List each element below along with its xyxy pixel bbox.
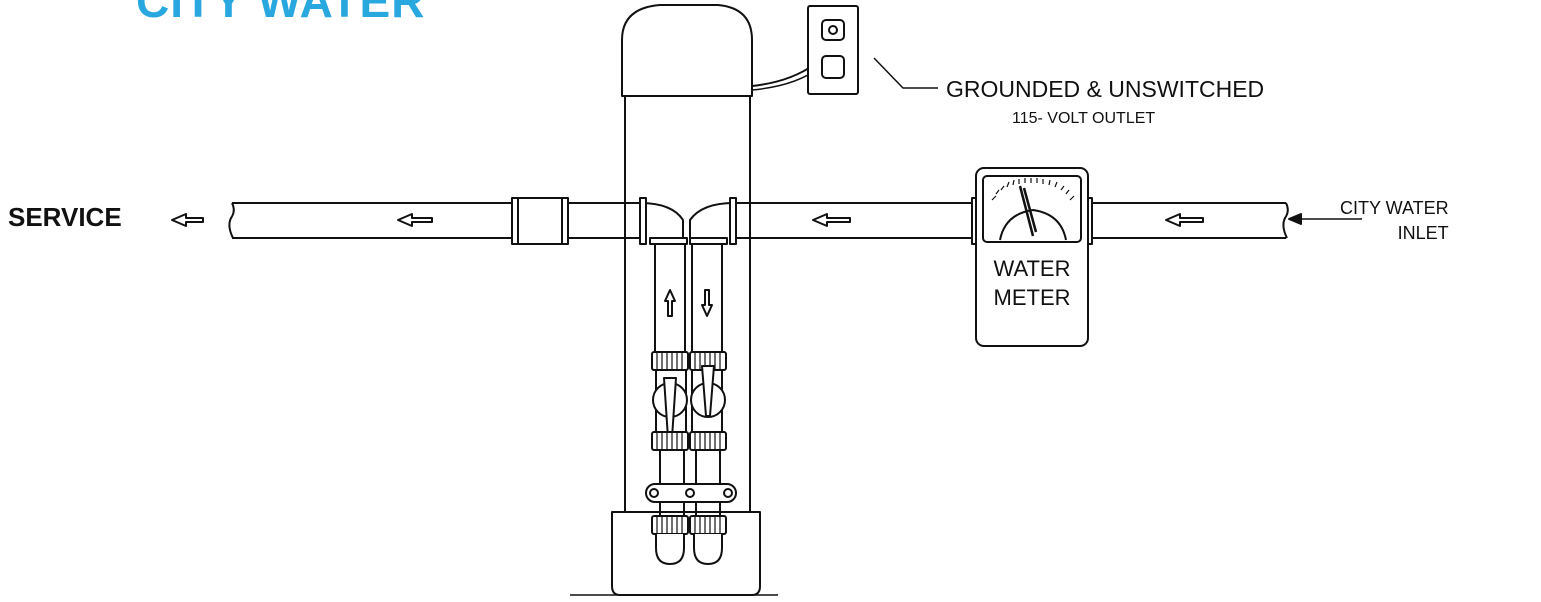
clamp-screw-middle	[685, 488, 695, 498]
inlet-elbow-rim	[729, 197, 737, 245]
inlet-pipe	[736, 202, 972, 239]
meter-gauge-arc	[999, 209, 1067, 241]
left-end-cap	[655, 534, 685, 565]
meter-scale-ticks	[991, 178, 1075, 201]
meter-label-line1: WATER	[993, 256, 1071, 281]
inlet-elbow	[689, 202, 735, 241]
inlet-label-line1: CITY WATER	[1340, 198, 1449, 218]
service-flow-arrow	[171, 213, 204, 227]
inlet-pipe-flow-arrow	[812, 213, 851, 227]
inlet-label-line2: INLET	[1397, 223, 1449, 243]
left-middle-nut	[651, 431, 689, 451]
bypass-tubes	[654, 240, 723, 352]
plug-head	[828, 25, 838, 35]
outlet-socket-bottom	[821, 55, 845, 79]
right-end-cap	[693, 534, 723, 565]
up-flow-arrow	[664, 289, 676, 317]
right-tube-collar	[689, 237, 728, 245]
bottom-nut-ribs	[656, 516, 721, 534]
wall-outlet	[807, 5, 859, 95]
service-pipe	[232, 202, 515, 239]
service-pipe-flow-arrow	[397, 213, 433, 227]
pipe-coupling	[511, 197, 569, 245]
meter-label-line2: METER	[993, 285, 1071, 310]
outlet-label-line2: 115- VOLT OUTLET	[1012, 110, 1156, 127]
outlet-label-line1: GROUNDED & UNSWITCHED	[946, 76, 1265, 102]
left-upper-nut	[651, 351, 689, 371]
coupling-rims	[517, 198, 563, 244]
right-middle-nut	[689, 431, 727, 451]
right-valve-handle	[701, 365, 715, 417]
clamp-screw-right	[723, 488, 733, 498]
meter-needle	[1018, 185, 1038, 237]
service-pipe-segment	[565, 202, 640, 239]
clamp-screw-left	[649, 488, 659, 498]
left-valve-handle	[663, 377, 677, 439]
city-pipe-flow-arrow	[1165, 213, 1204, 227]
outlet-elbow	[639, 202, 684, 241]
city-water-inlet-label: CITY WATER INLET	[1340, 196, 1449, 246]
left-tube-collar	[649, 237, 688, 245]
tank-cap	[621, 4, 753, 97]
tank-body	[624, 96, 751, 512]
outlet-elbow-rim	[639, 197, 647, 245]
city-inlet-pipe	[1092, 202, 1286, 239]
down-flow-arrow	[701, 289, 713, 317]
service-pipe-break	[228, 202, 235, 239]
middle-nut-ribs	[656, 432, 721, 450]
inlet-pipe-break	[1282, 202, 1289, 239]
meter-face	[982, 175, 1082, 243]
service-label: SERVICE	[8, 202, 122, 232]
water-meter-label: WATER METER	[978, 254, 1086, 312]
outlet-leader-line	[873, 57, 938, 89]
upper-nut-ribs	[656, 352, 721, 370]
diagram-title: CITY WATER	[136, 0, 426, 27]
inlet-pointer-arrowhead	[1288, 213, 1302, 225]
